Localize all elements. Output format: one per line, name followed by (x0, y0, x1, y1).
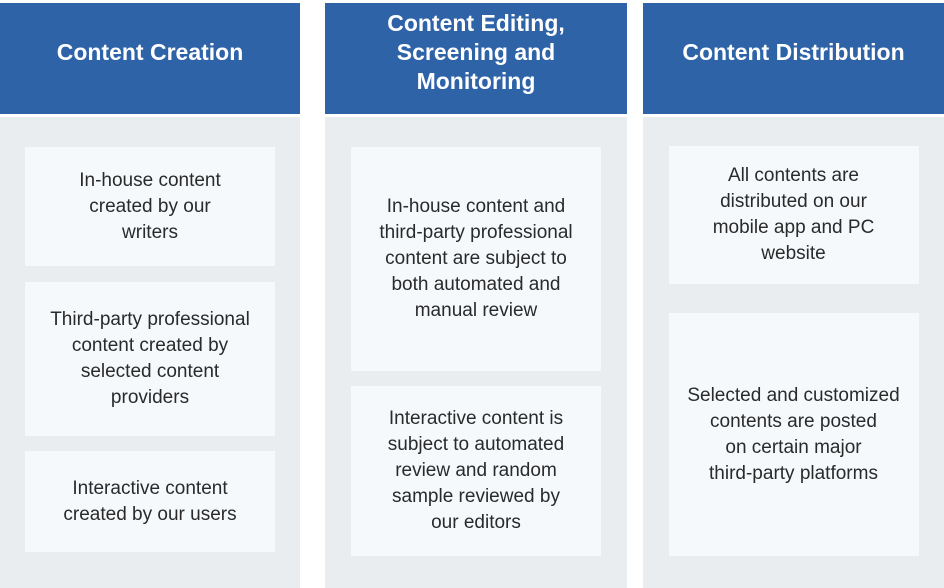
column-content-editing-screening-monitoring: Content Editing, Screening and Monitorin… (325, 3, 627, 588)
column-header-label: Content Creation (56, 39, 244, 65)
card-text: In-house content and third-party profess… (379, 196, 573, 321)
column-header-label: Content Distribution (682, 39, 905, 65)
card-automated-manual-review: In-house content and third-party profess… (351, 147, 601, 371)
card-third-party-platforms: Selected and customized contents are pos… (668, 313, 919, 556)
column-content-distribution: Content Distribution All contents are di… (643, 3, 944, 588)
card-app-website-distribution: All contents are distributed on our mobi… (668, 146, 919, 284)
card-text: Interactive content is subject to automa… (387, 408, 565, 533)
column-header-content-editing: Content Editing, Screening and Monitorin… (325, 3, 627, 114)
card-text: Selected and customized contents are pos… (687, 384, 900, 484)
card-third-party-content: Third-party professional content created… (25, 282, 275, 436)
card-text: In-house content created by our writers (79, 169, 221, 243)
column-body-content-creation: In-house content created by our writers … (0, 117, 300, 588)
column-header-content-creation: Content Creation (0, 3, 300, 114)
card-text: All contents are distributed on our mobi… (712, 165, 875, 264)
column-body-content-distribution: All contents are distributed on our mobi… (643, 117, 944, 588)
column-content-creation: Content Creation In-house content create… (0, 3, 300, 588)
column-header-label: Content Editing, Screening and Monitorin… (387, 10, 565, 94)
card-text: Interactive content created by our users (63, 477, 237, 525)
column-body-content-editing: In-house content and third-party profess… (325, 117, 627, 588)
card-interactive-content: Interactive content created by our users (25, 451, 275, 552)
column-header-content-distribution: Content Distribution (643, 3, 944, 114)
card-text: Third-party professional content created… (50, 309, 250, 408)
card-inhouse-content: In-house content created by our writers (25, 147, 275, 266)
card-interactive-review: Interactive content is subject to automa… (351, 386, 601, 556)
